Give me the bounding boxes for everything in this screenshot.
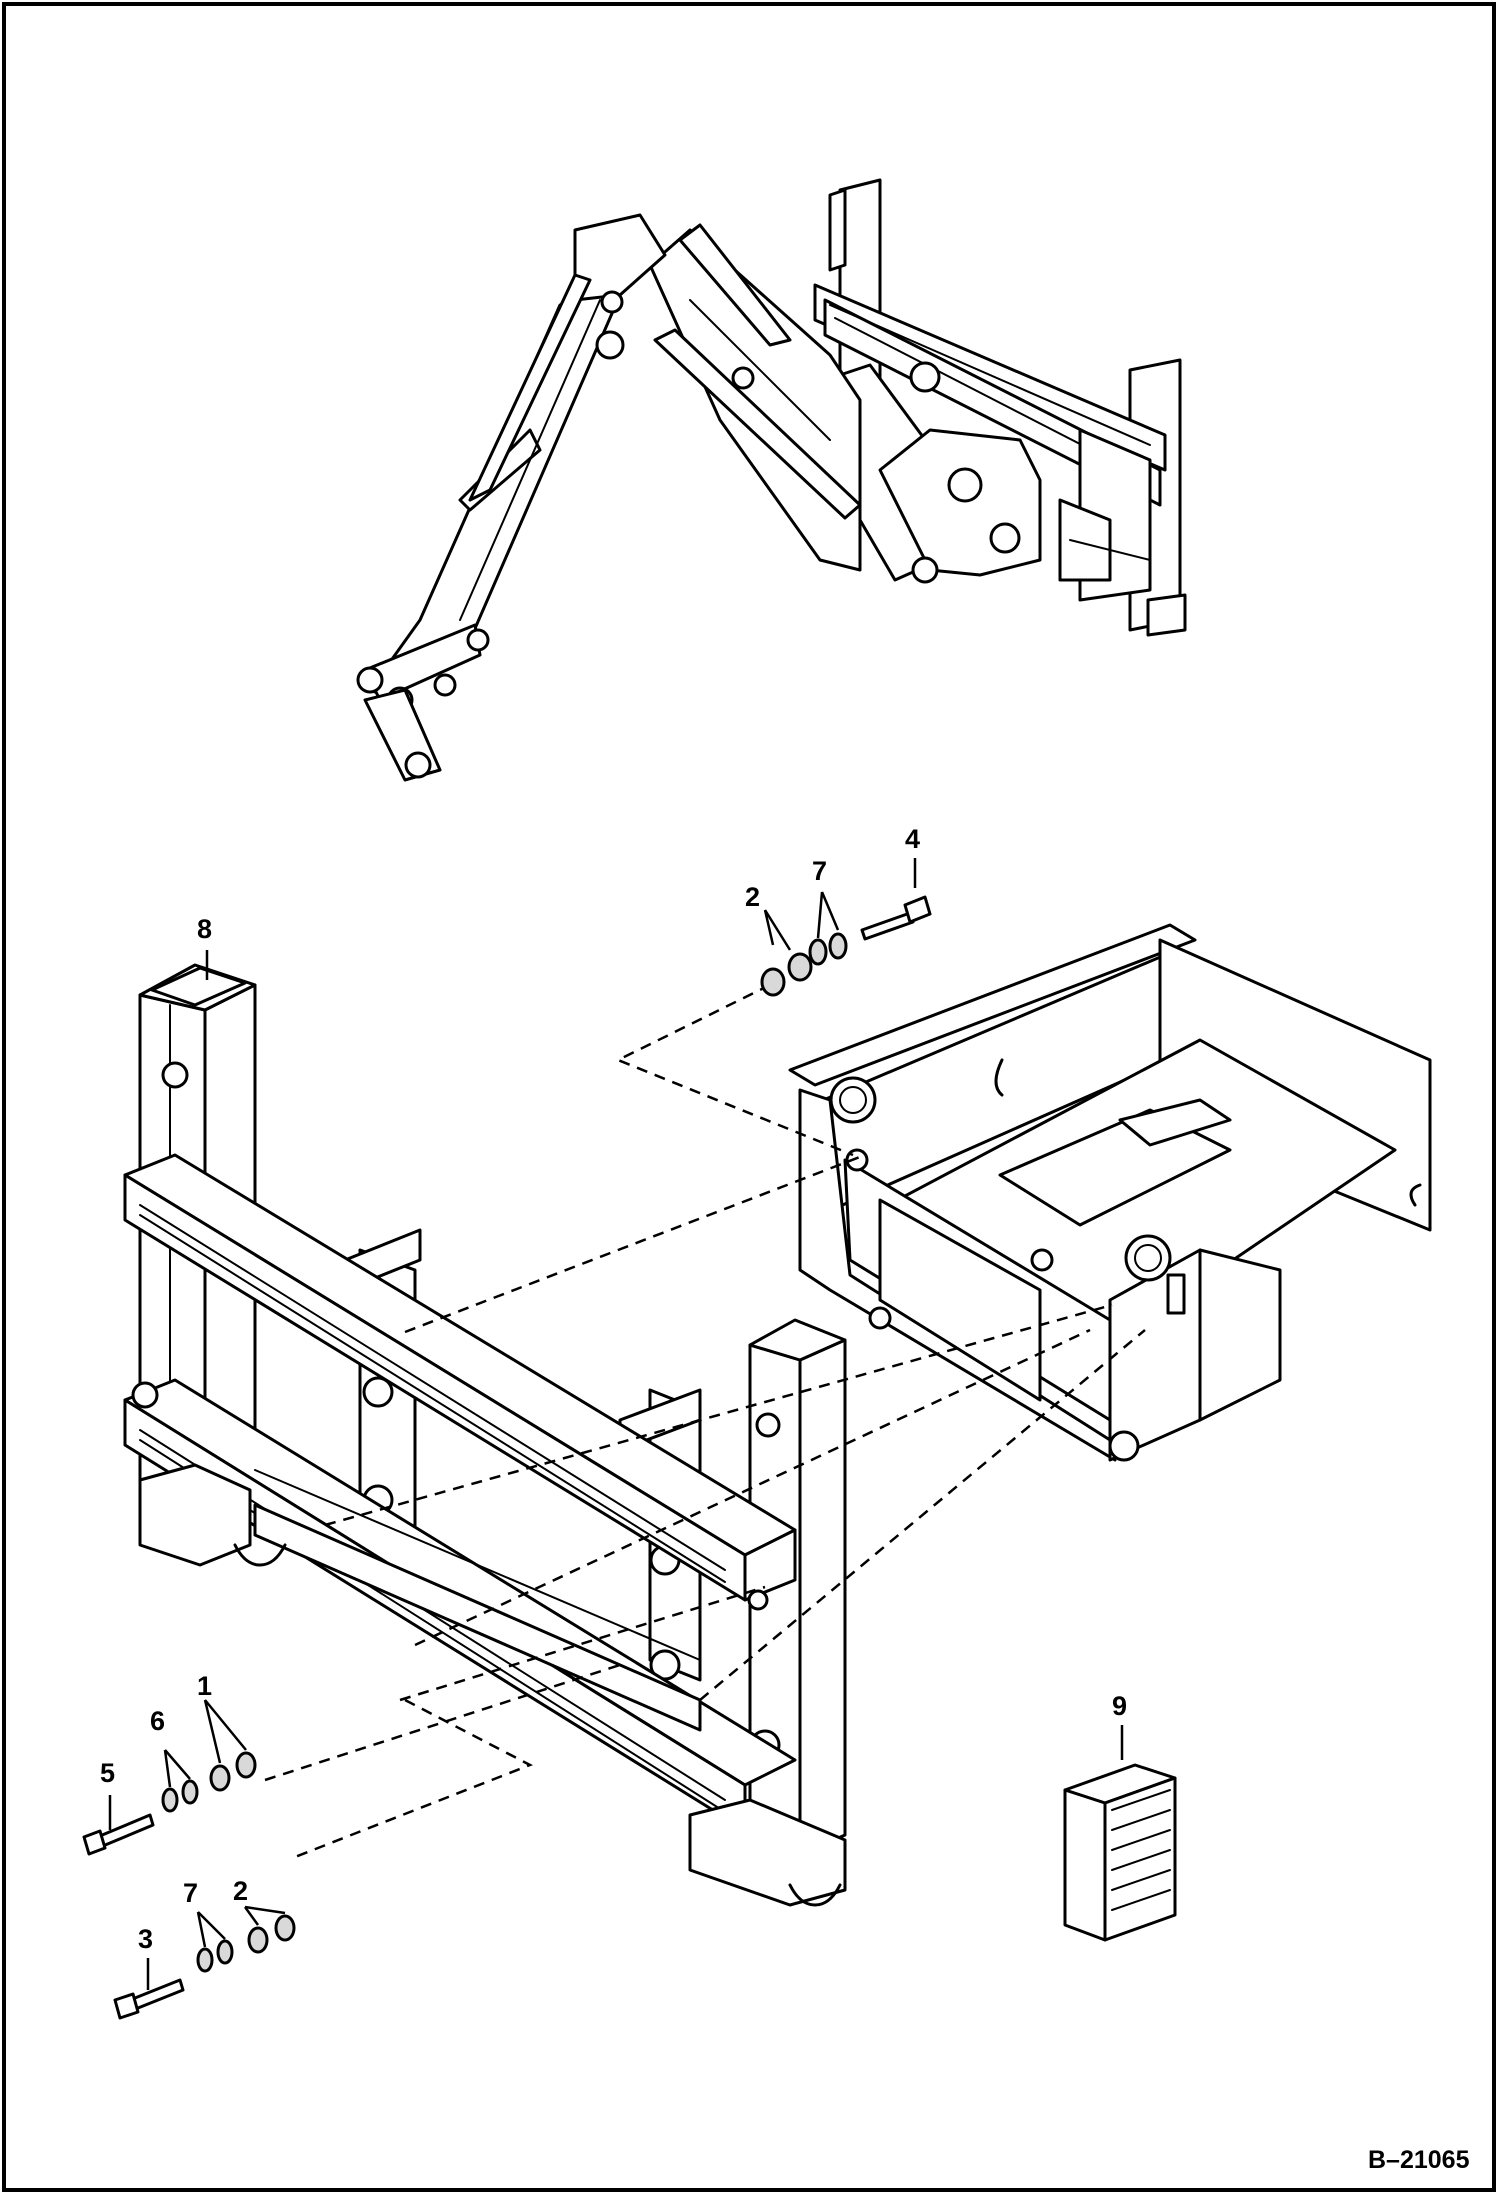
mount-frame <box>788 923 1432 1462</box>
callout-7-bottom: 7 <box>183 1878 198 1908</box>
callout-4: 4 <box>905 824 920 854</box>
callout-3: 3 <box>138 1924 153 1954</box>
callout-7-top: 7 <box>812 856 827 886</box>
callout-2-bottom: 2 <box>233 1876 248 1906</box>
mounting-frame <box>123 963 847 1907</box>
callout-9: 9 <box>1112 1691 1127 1721</box>
callout-leaders <box>108 858 1124 1990</box>
hardware-bottom <box>82 1751 296 2020</box>
callout-1: 1 <box>197 1671 212 1701</box>
callout-6: 6 <box>150 1706 165 1736</box>
hardware-top <box>760 895 932 997</box>
alignment-lines <box>264 983 1146 1859</box>
figure-id: B–21065 <box>1368 2146 1470 2174</box>
callout-2-top: 2 <box>745 882 760 912</box>
callout-5: 5 <box>100 1758 115 1788</box>
backhoe-assembly <box>356 178 1187 782</box>
callout-8: 8 <box>197 914 212 944</box>
decal-item-9 <box>1063 1763 1177 1942</box>
